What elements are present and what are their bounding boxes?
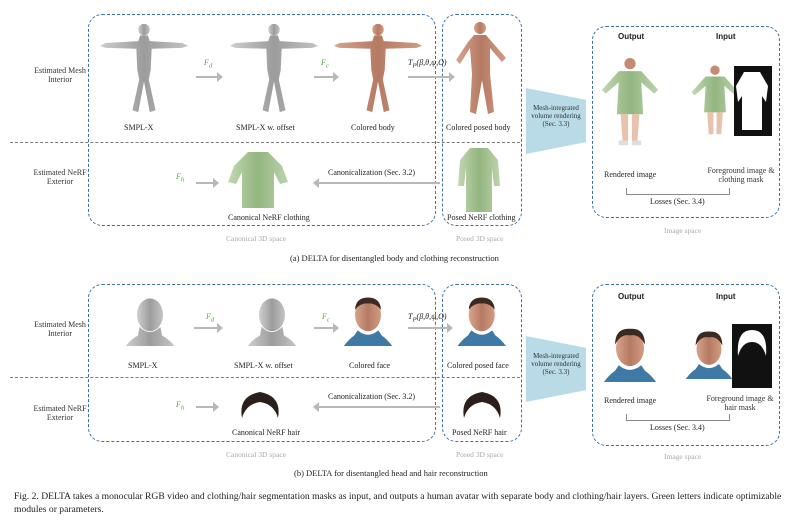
row1-label-b: Estimated Mesh Interior xyxy=(34,320,86,338)
volume-rendering-block-a xyxy=(526,88,586,154)
posed-nerf-label-b: Posed NeRF hair xyxy=(452,428,507,437)
row1-label-a: Estimated Mesh Interior xyxy=(34,66,86,84)
image-space-box-b xyxy=(592,284,780,446)
fd-module-b: Fd xyxy=(206,312,215,324)
canonical-nerf-label-a: Canonical NeRF clothing xyxy=(228,213,310,222)
smplx-offset-label-a: SMPL-X w. offset xyxy=(236,123,295,132)
hair-mask-image xyxy=(732,324,772,388)
canonical-space-box-a xyxy=(88,14,436,226)
figure-caption: Fig. 2. DELTA takes a monocular RGB vide… xyxy=(14,491,782,515)
arrow-canonicalization-b xyxy=(313,402,440,412)
foreground-label-a: Foreground image & clothing mask xyxy=(707,166,775,184)
rendered-label-b: Rendered image xyxy=(604,396,657,405)
smplx-offset-head-figure xyxy=(246,294,298,346)
volume-rendering-label-a: Mesh-integrated volume rendering (Sec. 3… xyxy=(531,104,581,128)
colored-posed-face-figure xyxy=(457,297,506,346)
colored-face-figure xyxy=(343,297,393,346)
divider-a xyxy=(10,142,520,143)
arrow-fd-b xyxy=(194,323,223,333)
arrow-fc-a xyxy=(314,72,339,82)
volume-rendering-label-b: Mesh-integrated volume rendering (Sec. 3… xyxy=(531,352,581,376)
colored-posed-body-figure xyxy=(456,22,506,114)
input-header-b: Input xyxy=(716,292,736,301)
losses-label-b: Losses (Sec. 3.4) xyxy=(650,423,705,432)
losses-label-a: Losses (Sec. 3.4) xyxy=(650,197,705,206)
canonical-clothing-figure xyxy=(228,152,288,208)
colored-body-label: Colored body xyxy=(351,123,395,132)
canonical-space-box-b xyxy=(88,284,436,442)
image-space-box-a xyxy=(592,26,780,218)
input-header-a: Input xyxy=(716,32,736,41)
posed-hair-figure xyxy=(463,392,501,418)
arrow-canonicalization-a xyxy=(313,178,440,188)
canonical-hair-figure xyxy=(241,392,279,418)
fh-module-b: Fh xyxy=(176,400,185,412)
fd-module-a: Fd xyxy=(204,58,213,70)
arrow-fc-b xyxy=(314,323,339,333)
volume-rendering-block-b xyxy=(526,336,586,402)
smplx-offset-label-b: SMPL-X w. offset xyxy=(234,361,293,370)
foreground-image-a xyxy=(691,65,739,135)
canonical-space-label-b: Canonical 3D space xyxy=(226,450,286,459)
losses-brace-a xyxy=(626,188,730,195)
foreground-face-image xyxy=(685,331,733,379)
clothing-mask-a xyxy=(734,66,772,136)
caption-a: (a) DELTA for disentangled body and clot… xyxy=(290,253,499,263)
canonicalization-label-b: Canonicalization (Sec. 3.2) xyxy=(328,392,416,401)
image-space-label-b: Image space xyxy=(664,452,702,461)
fc-module-b: Fc xyxy=(322,312,330,324)
smplx-label-a: SMPL-X xyxy=(124,123,154,132)
canonicalization-label-a: Canonicalization (Sec. 3.2) xyxy=(328,168,416,177)
arrow-transform-b xyxy=(408,323,453,333)
smplx-head-figure xyxy=(124,294,176,346)
arrow-fd-a xyxy=(196,72,223,82)
row2-label-b: Estimated NeRF Exterior xyxy=(33,404,87,422)
canonical-nerf-label-b: Canonical NeRF hair xyxy=(232,428,300,437)
output-header-a: Output xyxy=(618,32,645,41)
posed-space-label-b: Posed 3D space xyxy=(456,450,504,459)
image-space-label-a: Image space xyxy=(664,226,702,235)
caption-b: (b) DELTA for disentangled head and hair… xyxy=(294,468,488,478)
posed-clothing-figure xyxy=(458,148,500,212)
rendered-face-image xyxy=(603,328,657,382)
rendered-image-a xyxy=(601,58,659,146)
posed-nerf-label-a: Posed NeRF clothing xyxy=(447,213,516,222)
row2-label-a: Estimated NeRF Exterior xyxy=(33,168,87,186)
colored-posed-face-label: Colored posed face xyxy=(447,361,509,370)
smplx-mesh-figure xyxy=(96,18,192,118)
colored-posed-body-label: Colored posed body xyxy=(446,123,511,132)
arrow-fh-b xyxy=(196,402,219,412)
rendered-label-a: Rendered image xyxy=(604,170,657,179)
posed-space-label-a: Posed 3D space xyxy=(456,234,504,243)
colored-face-label: Colored face xyxy=(349,361,391,370)
transform-b: TP(β,θ,ψ,O) xyxy=(408,312,447,324)
losses-brace-b xyxy=(626,414,730,421)
arrow-fh-a xyxy=(196,178,219,188)
fh-module-a: Fh xyxy=(176,172,185,184)
transform-a: TP(β,θ,ψ,O) xyxy=(408,58,447,70)
canonical-space-label-a: Canonical 3D space xyxy=(226,234,286,243)
posed-space-box-a xyxy=(442,14,522,226)
posed-space-box-b xyxy=(442,284,522,442)
fc-module-a: Fc xyxy=(321,58,329,70)
output-header-b: Output xyxy=(618,292,645,301)
foreground-label-b: Foreground image & hair mask xyxy=(706,394,774,412)
smplx-label-b: SMPL-X xyxy=(128,361,158,370)
divider-b xyxy=(10,377,520,378)
smplx-offset-mesh-figure xyxy=(226,18,322,118)
arrow-transform-a xyxy=(408,72,455,82)
